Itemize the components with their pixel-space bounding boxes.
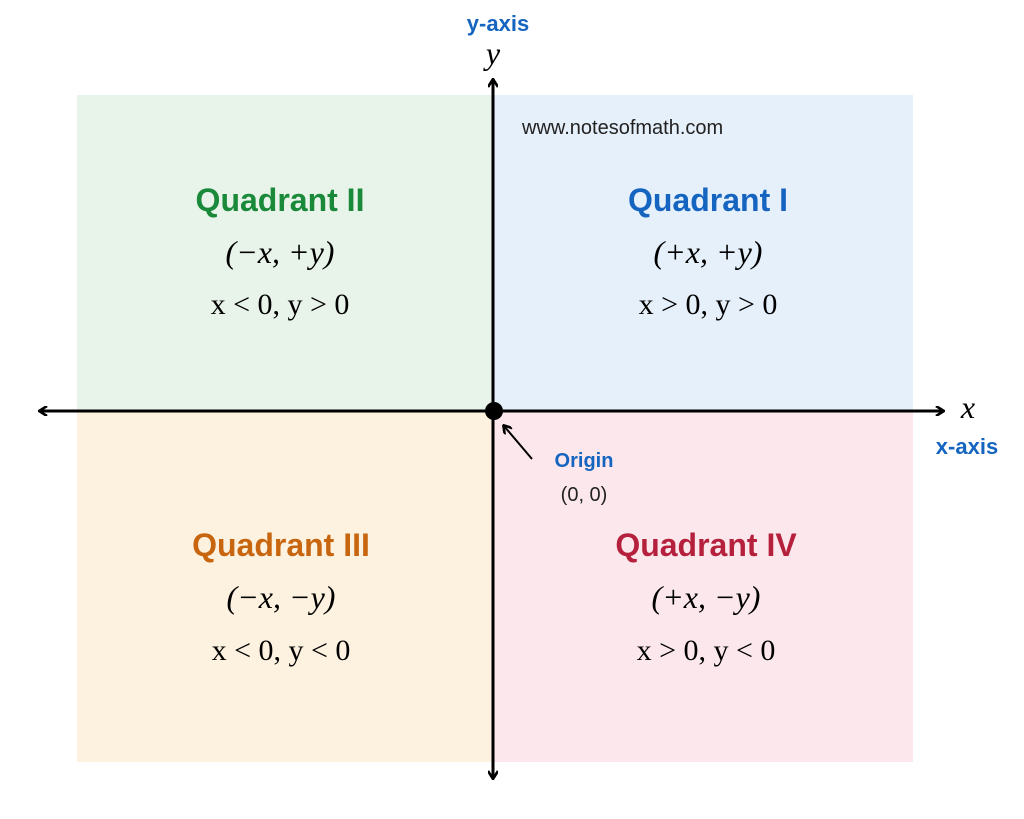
quadrant-title: Quadrant I [628, 182, 788, 218]
quadrant-iv: Quadrant IV (+x, −y) x > 0, y < 0 [615, 527, 797, 667]
origin-point [485, 402, 503, 420]
quadrant-i-region [493, 95, 913, 411]
quadrant-title: Quadrant III [192, 527, 370, 563]
x-axis-label: x-axis [936, 434, 998, 459]
quadrant-signs: (+x, +y) [654, 234, 763, 270]
quadrant-title: Quadrant IV [615, 527, 797, 563]
quadrant-iv-region [493, 411, 913, 762]
quadrant-signs: (+x, −y) [652, 579, 761, 615]
quadrant-signs: (−x, −y) [227, 579, 336, 615]
origin-label: Origin [555, 450, 614, 472]
quadrant-condition: x > 0, y > 0 [639, 288, 778, 321]
quadrant-title: Quadrant II [196, 182, 365, 218]
y-symbol: y [483, 35, 501, 71]
quadrant-signs: (−x, +y) [226, 234, 335, 270]
quadrant-condition: x < 0, y > 0 [211, 288, 350, 321]
quadrant-iii-region [77, 411, 493, 762]
origin-pointer-arrow [504, 426, 533, 460]
quadrant-condition: x < 0, y < 0 [212, 634, 351, 667]
quadrant-iii: Quadrant III (−x, −y) x < 0, y < 0 [192, 527, 370, 667]
y-axis-label: y-axis [467, 11, 529, 36]
x-symbol: x [960, 389, 975, 425]
quadrant-condition: x > 0, y < 0 [637, 634, 776, 667]
watermark: www.notesofmath.com [521, 117, 723, 139]
origin-coords: (0, 0) [561, 484, 608, 506]
quadrant-ii: Quadrant II (−x, +y) x < 0, y > 0 [196, 182, 365, 321]
quadrant-ii-region [77, 95, 493, 411]
quadrant-i: Quadrant I (+x, +y) x > 0, y > 0 [628, 182, 788, 321]
